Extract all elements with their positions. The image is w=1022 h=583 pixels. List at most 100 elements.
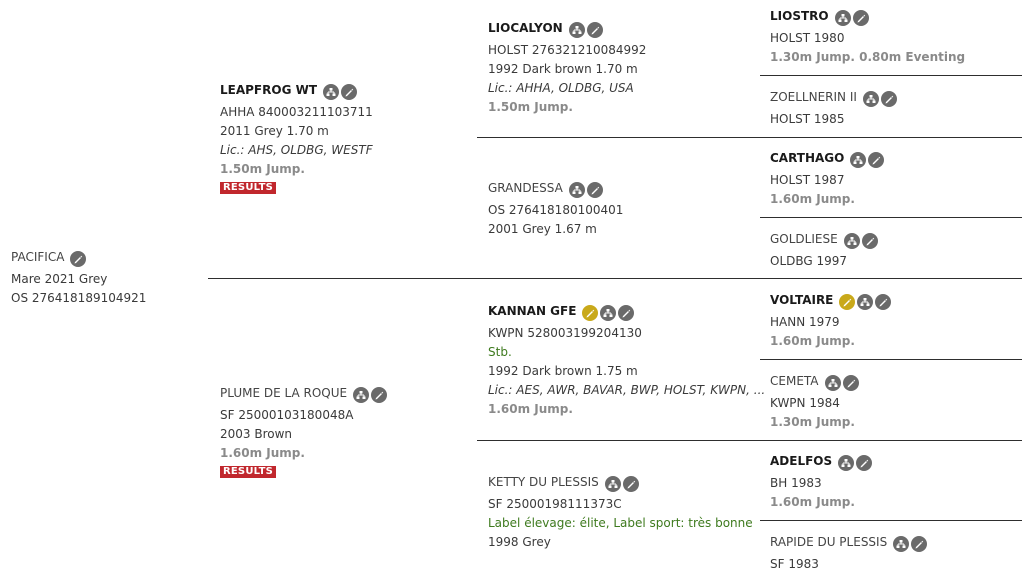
pedigree-tree-icon[interactable] xyxy=(824,375,841,391)
pedigree-tree-icon[interactable] xyxy=(568,182,585,198)
pencil-edit-icon[interactable] xyxy=(911,536,928,552)
dds-performance: 1.60m Jump. xyxy=(770,495,855,509)
sire-performance: 1.50m Jump. xyxy=(220,162,305,176)
dam-dam-registration: SF 25000198111373C xyxy=(488,497,622,511)
pencil-edit-icon[interactable] xyxy=(586,182,603,198)
ssd-info: HOLST 1985 xyxy=(770,112,845,126)
ssd-card: ZOELLNERIN II HOLST 1985 xyxy=(770,88,899,129)
generation-3-separator-3 xyxy=(760,359,1022,360)
pencil-edit-icon[interactable] xyxy=(70,251,87,267)
dam-info: 2003 Brown xyxy=(220,427,293,441)
dsd-name[interactable]: CEMETA xyxy=(770,374,819,388)
sire-dam-name[interactable]: GRANDESSA xyxy=(488,181,563,195)
pedigree-tree-icon[interactable] xyxy=(834,10,851,26)
sire-info: 2011 Grey 1.70 m xyxy=(220,124,329,138)
ddd-name[interactable]: RAPIDE DU PLESSIS xyxy=(770,535,888,549)
subject-registration: OS 276418189104921 xyxy=(11,291,147,305)
dam-registration: SF 25000103180048A xyxy=(220,408,354,422)
gold-pencil-icon[interactable] xyxy=(582,305,599,321)
pedigree-tree-icon[interactable] xyxy=(857,294,874,310)
sss-info: HOLST 1980 xyxy=(770,31,845,45)
pedigree-tree-icon[interactable] xyxy=(604,476,621,492)
pedigree-tree-icon[interactable] xyxy=(838,455,855,471)
sire-sire-info: 1992 Dark brown 1.70 m xyxy=(488,62,638,76)
sire-name[interactable]: LEAPFROG WT xyxy=(220,83,318,97)
dam-dam-name[interactable]: KETTY DU PLESSIS xyxy=(488,475,599,489)
pencil-edit-icon[interactable] xyxy=(842,375,859,391)
sire-sire-registration: HOLST 276321210084992 xyxy=(488,43,647,57)
sss-card: LIOSTRO HOLST 1980 1.30m Jump. 0.80m Eve… xyxy=(770,7,965,67)
sire-registration: AHHA 840003211103711 xyxy=(220,105,373,119)
pencil-edit-icon[interactable] xyxy=(371,387,388,403)
generation-1-separator xyxy=(208,278,1022,279)
sds-card: CARTHAGO HOLST 1987 1.60m Jump. xyxy=(770,149,886,209)
dam-sire-performance: 1.60m Jump. xyxy=(488,402,573,416)
dam-dam-card: KETTY DU PLESSIS SF 25000198111373C Labe… xyxy=(488,473,753,552)
pencil-edit-icon[interactable] xyxy=(856,455,873,471)
dss-card: VOLTAIRE HANN 1979 1.60m Jump. xyxy=(770,291,893,351)
dam-results-button[interactable]: RESULTS xyxy=(220,466,276,478)
subject-description: Mare 2021 Grey xyxy=(11,272,108,286)
dam-sire-name[interactable]: KANNAN GFE xyxy=(488,304,577,318)
dss-name[interactable]: VOLTAIRE xyxy=(770,293,834,307)
pedigree-tree-icon[interactable] xyxy=(850,152,867,168)
generation-2-separator-bottom xyxy=(477,440,1022,441)
pencil-edit-icon[interactable] xyxy=(341,84,358,100)
pedigree-tree-icon[interactable] xyxy=(323,84,340,100)
sire-dam-info: 2001 Grey 1.67 m xyxy=(488,222,597,236)
sire-sire-card: LIOCALYON HOLST 276321210084992 1992 Dar… xyxy=(488,19,646,117)
sire-sire-performance: 1.50m Jump. xyxy=(488,100,573,114)
sire-results-button[interactable]: RESULTS xyxy=(220,182,276,194)
generation-2-separator-top xyxy=(477,137,1022,138)
sdd-name[interactable]: GOLDLIESE xyxy=(770,232,838,246)
dam-sire-registration: KWPN 528003199204130 xyxy=(488,326,642,340)
gold-pencil-icon[interactable] xyxy=(839,294,856,310)
dsd-card: CEMETA KWPN 1984 1.30m Jump. xyxy=(770,372,861,432)
ddd-info: SF 1983 xyxy=(770,557,819,571)
dsd-info: KWPN 1984 xyxy=(770,396,840,410)
pedigree-tree-icon[interactable] xyxy=(353,387,370,403)
sds-name[interactable]: CARTHAGO xyxy=(770,151,845,165)
dam-name[interactable]: PLUME DE LA ROQUE xyxy=(220,386,348,400)
sds-performance: 1.60m Jump. xyxy=(770,192,855,206)
pencil-edit-icon[interactable] xyxy=(622,476,639,492)
sire-licenses: Lic.: AHS, OLDBG, WESTF xyxy=(220,143,373,157)
pencil-edit-icon[interactable] xyxy=(618,305,635,321)
ddd-card: RAPIDE DU PLESSIS SF 1983 xyxy=(770,533,929,574)
ssd-name[interactable]: ZOELLNERIN II xyxy=(770,90,857,104)
generation-3-separator-1 xyxy=(760,75,1022,76)
sire-sire-licenses: Lic.: AHHA, OLDBG, USA xyxy=(488,81,634,95)
sdd-card: GOLDLIESE OLDBG 1997 xyxy=(770,230,880,271)
pedigree-tree-icon[interactable] xyxy=(893,536,910,552)
generation-3-separator-2 xyxy=(760,217,1022,218)
sire-dam-registration: OS 276418180100401 xyxy=(488,203,624,217)
dsd-performance: 1.30m Jump. xyxy=(770,415,855,429)
sdd-info: OLDBG 1997 xyxy=(770,254,848,268)
pencil-edit-icon[interactable] xyxy=(861,233,878,249)
dam-sire-info: 1992 Dark brown 1.75 m xyxy=(488,364,638,378)
dds-card: ADELFOS BH 1983 1.60m Jump. xyxy=(770,452,874,512)
sss-name[interactable]: LIOSTRO xyxy=(770,9,829,23)
pencil-edit-icon[interactable] xyxy=(586,22,603,38)
dam-dam-labels: Label élevage: élite, Label sport: très … xyxy=(488,516,753,530)
pedigree-tree-icon[interactable] xyxy=(600,305,617,321)
pedigree-tree-icon[interactable] xyxy=(568,22,585,38)
pedigree-tree-icon[interactable] xyxy=(862,91,879,107)
dss-performance: 1.60m Jump. xyxy=(770,334,855,348)
pencil-edit-icon[interactable] xyxy=(875,294,892,310)
pedigree-tree-icon[interactable] xyxy=(843,233,860,249)
dss-info: HANN 1979 xyxy=(770,315,840,329)
pencil-edit-icon[interactable] xyxy=(852,10,869,26)
dds-name[interactable]: ADELFOS xyxy=(770,454,833,468)
subject-horse: PACIFICA Mare 2021 Grey OS 2764181891049… xyxy=(11,248,146,308)
sire-sire-name[interactable]: LIOCALYON xyxy=(488,21,563,35)
dam-card: PLUME DE LA ROQUE SF 25000103180048A 200… xyxy=(220,384,389,478)
pencil-edit-icon[interactable] xyxy=(880,91,897,107)
subject-name[interactable]: PACIFICA xyxy=(11,250,65,264)
dam-performance: 1.60m Jump. xyxy=(220,446,305,460)
dam-dam-info: 1998 Grey xyxy=(488,535,551,549)
pencil-edit-icon[interactable] xyxy=(868,152,885,168)
dam-sire-card: KANNAN GFE KWPN 528003199204130 Stb. 199… xyxy=(488,302,765,419)
generation-3-separator-4 xyxy=(760,520,1022,521)
dam-sire-studbook: Stb. xyxy=(488,345,512,359)
